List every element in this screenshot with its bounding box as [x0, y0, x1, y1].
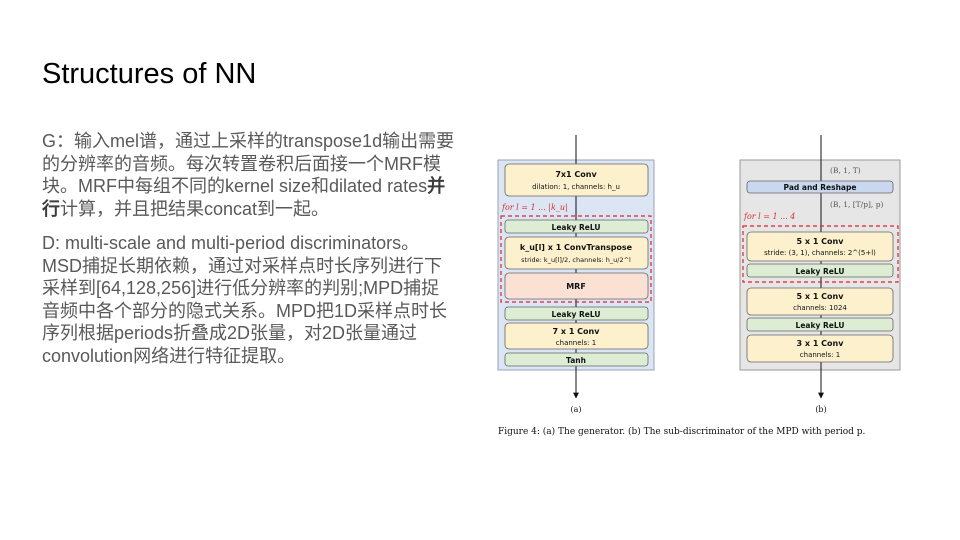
paragraph-generator-tail: 计算，并且把结果concat到一起。	[60, 198, 330, 219]
generator-panel-label: (a)	[570, 405, 581, 414]
generator-transpose-label: k_u[l] x 1 ConvTranspose	[520, 243, 633, 252]
generator-transpose-sub: stride: k_u[l]/2, channels: h_u/2^l	[521, 256, 631, 264]
paragraph-generator: G：输入mel谱，通过上采样的transpose1d输出需要的分辨率的音频。每次…	[42, 130, 457, 220]
generator-conv-in-box	[504, 163, 649, 197]
generator-leaky-1-box	[504, 219, 649, 234]
generator-mrf-label: MRF	[566, 282, 586, 291]
generator-transpose-box	[504, 236, 649, 270]
discriminator-loop-box	[742, 225, 899, 283]
discriminator-pad-box	[746, 180, 894, 194]
generator-leaky-2-box	[504, 306, 649, 321]
discriminator-leaky-2-box	[746, 317, 894, 332]
discriminator-conv3-label: 3 x 1 Conv	[797, 339, 845, 348]
generator-loop-label: for l = 1 ... |k_u|	[501, 203, 568, 212]
architecture-figure: 7x1 Conv dilation: 1, channels: h_u for …	[490, 130, 940, 450]
generator-tanh-box	[504, 352, 649, 367]
discriminator-shape-mid: (B, 1, [T/p], p)	[830, 200, 883, 209]
discriminator-conv-loop-sub: stride: (3, 1), channels: 2^(5+l)	[764, 249, 876, 257]
generator-leaky-1-label: Leaky ReLU	[552, 223, 601, 232]
discriminator-leaky-loop-box	[746, 263, 894, 278]
discriminator-leaky-loop-label: Leaky ReLU	[796, 267, 845, 276]
discriminator-conv3-box	[746, 334, 894, 363]
discriminator-conv-loop-box	[746, 231, 894, 262]
generator-conv-out-sub: channels: 1	[556, 339, 596, 347]
discriminator-conv2-label: 5 x 1 Conv	[797, 292, 845, 301]
body-text: G：输入mel谱，通过上采样的transpose1d输出需要的分辨率的音频。每次…	[42, 130, 457, 379]
generator-conv-in-label: 7x1 Conv	[555, 170, 597, 179]
generator-conv-in-sub: dilation: 1, channels: h_u	[532, 183, 620, 191]
discriminator-conv2-box	[746, 287, 894, 316]
paragraph-discriminator: D: multi-scale and multi-period discrimi…	[42, 233, 448, 366]
generator-conv-out-label: 7 x 1 Conv	[553, 327, 601, 336]
generator-conv-out-box	[504, 322, 649, 350]
slide-title: Structures of NN	[42, 58, 257, 90]
generator-tanh-label: Tanh	[566, 356, 586, 365]
discriminator-shape-in: (B, 1, T)	[830, 166, 861, 175]
discriminator-panel-label: (b)	[815, 405, 826, 414]
discriminator-leaky-2-label: Leaky ReLU	[796, 321, 845, 330]
discriminator-pad-label: Pad and Reshape	[784, 183, 857, 192]
discriminator-conv2-sub: channels: 1024	[793, 304, 847, 312]
discriminator-conv-loop-label: 5 x 1 Conv	[797, 237, 845, 246]
generator-mrf-box	[504, 272, 649, 300]
discriminator-loop-label: for l = 1 ... 4	[743, 212, 795, 221]
figure-caption: Figure 4: (a) The generator. (b) The sub…	[498, 426, 866, 437]
generator-loop-box	[500, 215, 652, 303]
generator-leaky-2-label: Leaky ReLU	[552, 310, 601, 319]
paragraph-generator-text: G：输入mel谱，通过上采样的transpose1d输出需要的分辨率的音频。每次…	[42, 131, 455, 196]
discriminator-conv3-sub: channels: 1	[800, 351, 840, 359]
paragraph-generator-bold: 并行	[42, 176, 446, 219]
architecture-diagram: 7x1 Conv dilation: 1, channels: h_u for …	[497, 135, 901, 437]
